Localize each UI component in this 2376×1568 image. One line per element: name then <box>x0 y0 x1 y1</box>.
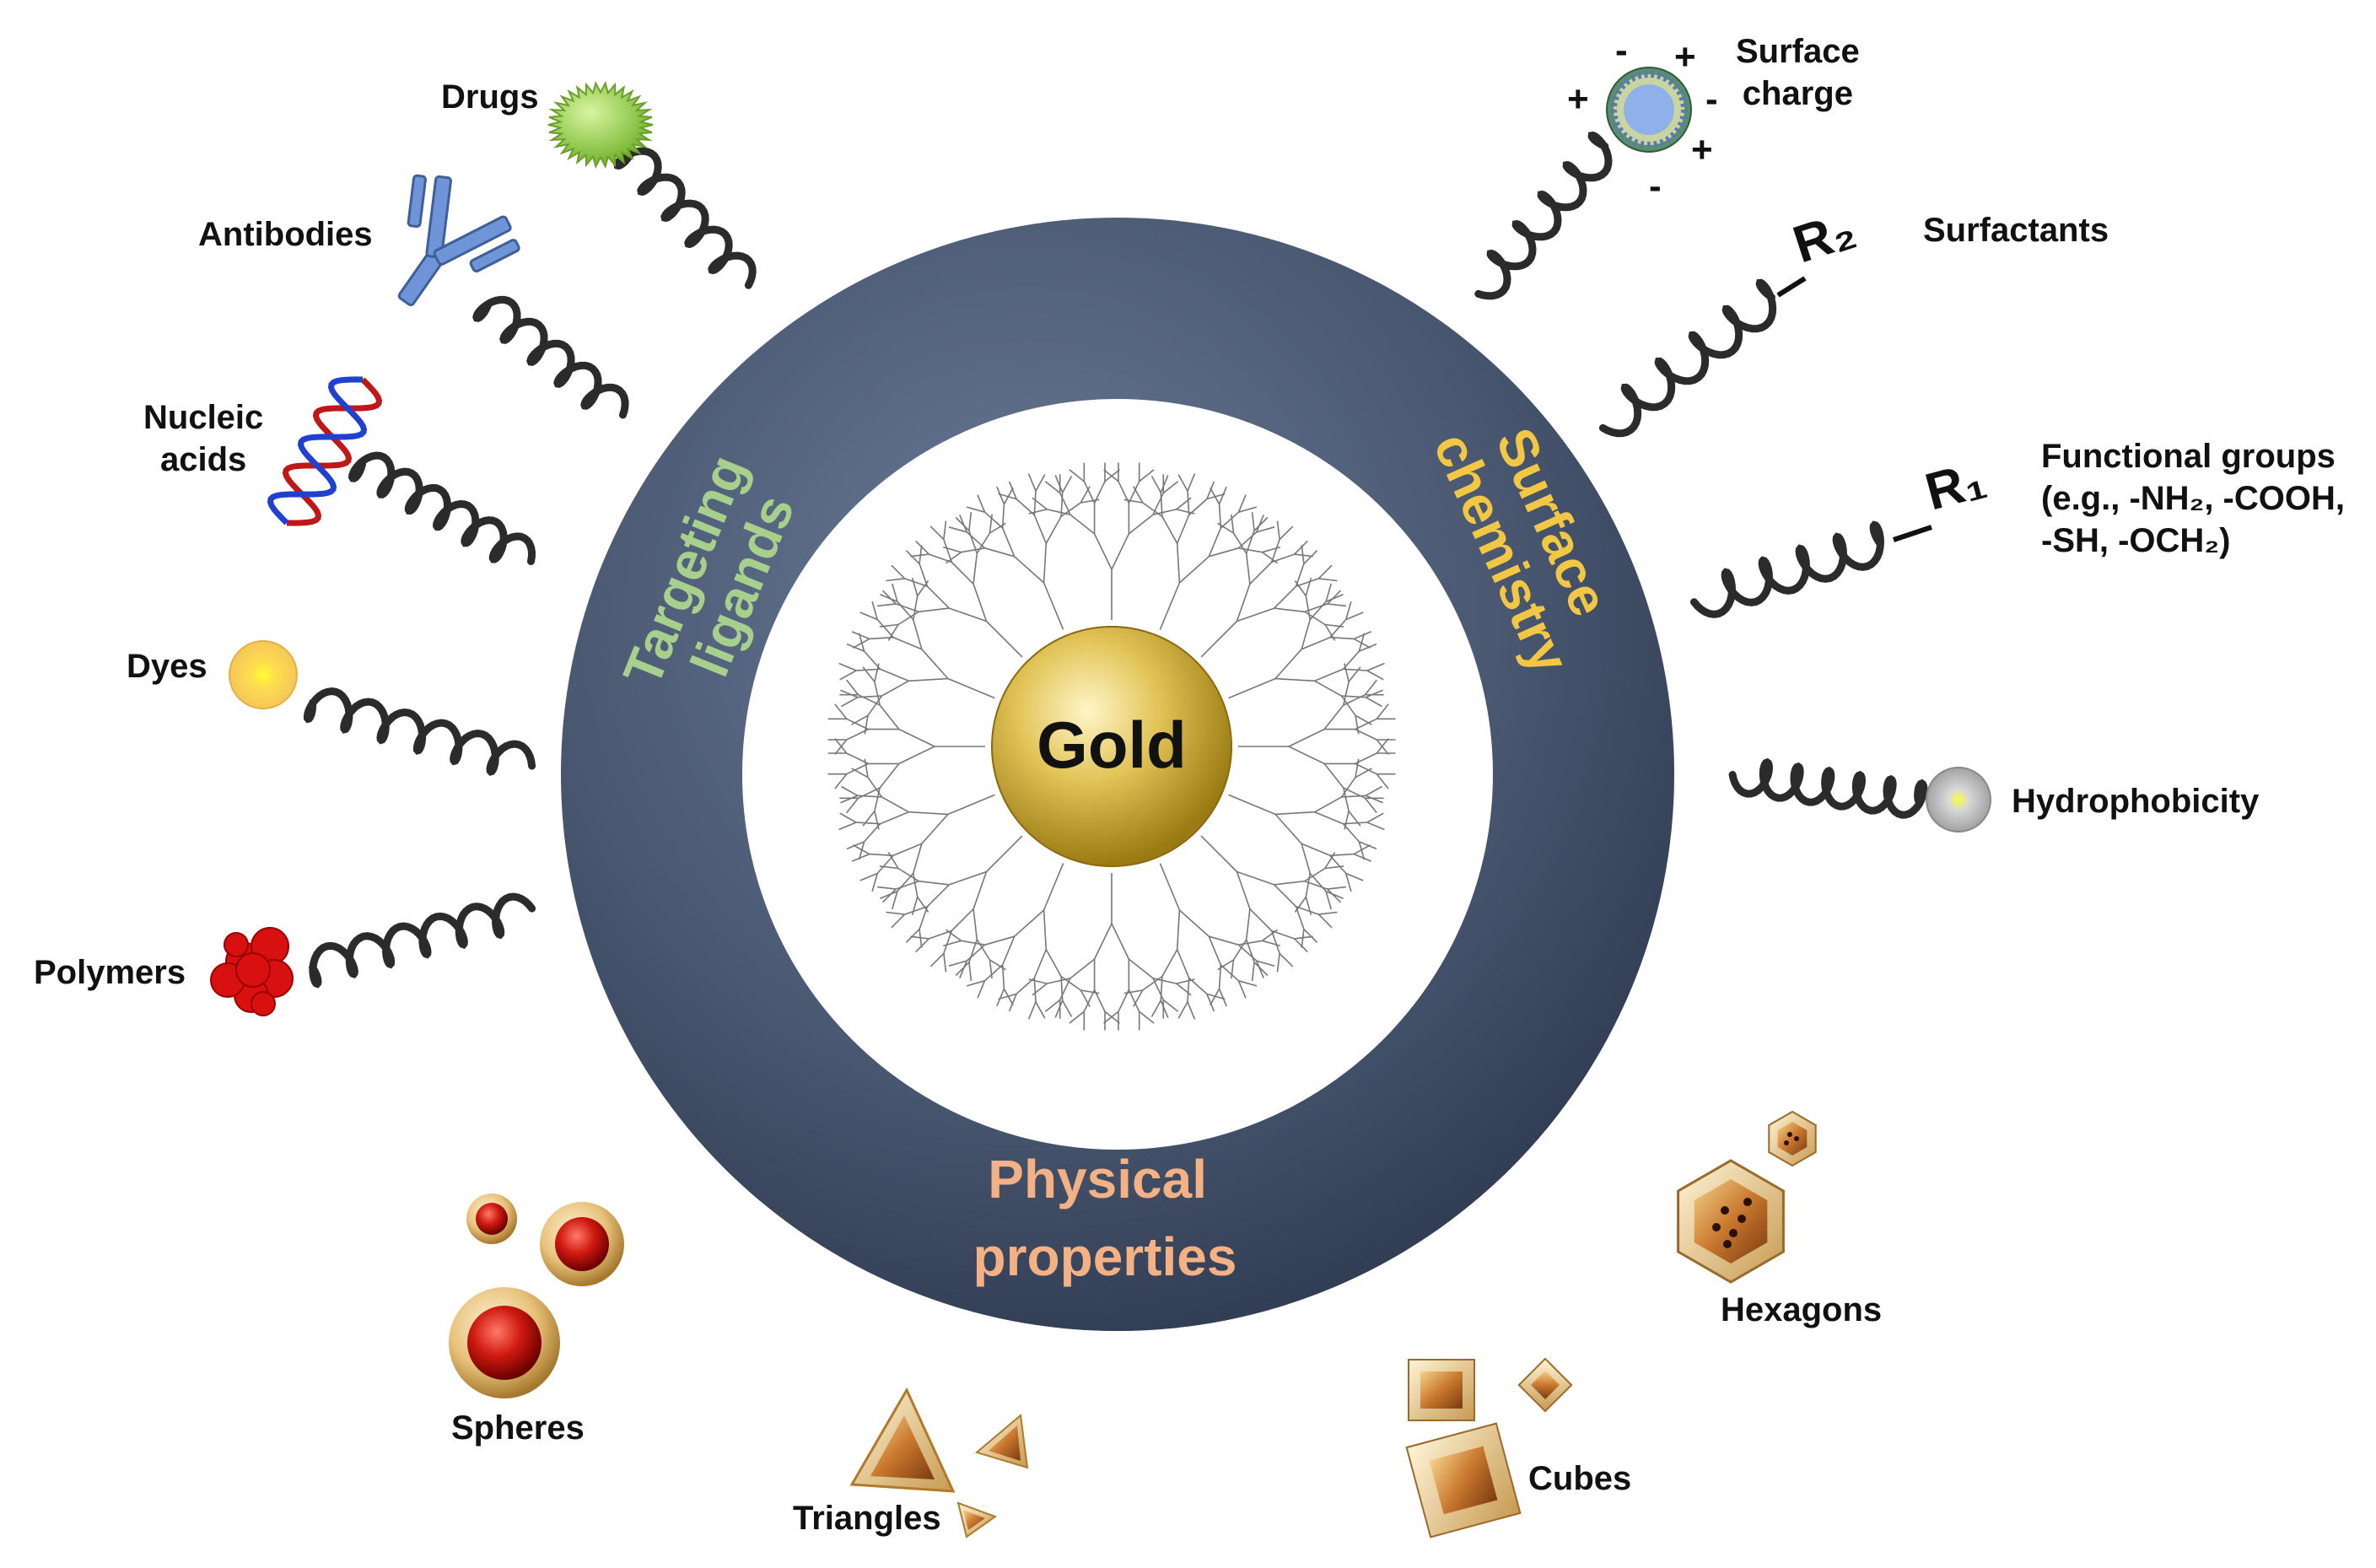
ligand-chain <box>303 687 536 776</box>
ligand-chain <box>1728 757 1928 819</box>
nucleic-acids-line-2: acids <box>160 441 247 478</box>
polymers-label: Polymers <box>34 954 186 991</box>
r2-group: R₂ <box>1776 200 1862 298</box>
dendrimer-shell <box>827 462 1396 1031</box>
cubes-icon <box>1405 1357 1573 1538</box>
physical-properties-label: Physical properties <box>973 1149 1237 1287</box>
surface-charge-line-2: charge <box>1742 75 1853 112</box>
hexagons-label: Hexagons <box>1721 1291 1883 1328</box>
ligand-chain <box>1474 131 1613 300</box>
polymer-icon <box>210 927 294 1016</box>
ligand-chains <box>303 131 1928 989</box>
ligand-chain <box>613 147 757 289</box>
charge-sign: + <box>1691 129 1713 170</box>
ligand-chain <box>309 892 536 989</box>
r1-group: R₁ <box>1893 450 1992 542</box>
ligand-chain <box>1598 278 1777 438</box>
r2-label: R₂ <box>1786 200 1862 274</box>
dye-icon <box>229 640 298 709</box>
ligand-chain <box>348 451 536 565</box>
charge-sign: + <box>1674 36 1696 78</box>
cubes-label: Cubes <box>1528 1460 1632 1497</box>
surfactants-label: Surfactants <box>1923 212 2109 249</box>
charge-sign: - <box>1615 30 1628 71</box>
functional-groups-line-3: -SH, -OCH₂) <box>2041 522 2231 559</box>
dna-helix-icon <box>267 376 383 526</box>
hydrophobic-bead-icon <box>1926 767 1991 832</box>
hexagons-icon <box>1677 1110 1817 1284</box>
hydrophobicity-label: Hydrophobicity <box>2012 783 2260 820</box>
spheres-label: Spheres <box>451 1409 585 1447</box>
charge-sign: - <box>1705 78 1718 120</box>
charge-signs: - + + - + - <box>1567 30 1718 207</box>
antibodies-label: Antibodies <box>198 216 373 253</box>
drug-icon <box>547 80 654 170</box>
charge-sign: - <box>1649 165 1662 207</box>
ligand-chain <box>472 295 629 419</box>
gold-core <box>991 626 1232 867</box>
surface-charge-label: Surface charge <box>1736 30 1860 115</box>
r1-label: R₁ <box>1920 450 1992 522</box>
triangles-label: Triangles <box>793 1500 941 1537</box>
physical-properties-line-1: Physical <box>988 1149 1207 1210</box>
spheres-icon <box>449 1194 624 1398</box>
gold-core-label: Gold <box>1037 708 1187 782</box>
surface-charge-icon <box>1606 67 1692 153</box>
physical-properties-line-2: properties <box>973 1226 1237 1287</box>
drugs-label: Drugs <box>441 78 539 116</box>
functional-groups-line-2: (e.g., -NH₂, -COOH, <box>2041 480 2345 517</box>
ligand-chain <box>1690 520 1885 618</box>
functional-groups-line-1: Functional groups <box>2041 438 2336 475</box>
nucleic-acids-label: Nucleic acids <box>143 396 263 481</box>
antibody-icon <box>397 174 520 307</box>
charge-sign: + <box>1567 78 1589 120</box>
functional-groups-label: Functional groups (e.g., -NH₂, -COOH, -S… <box>2041 435 2345 562</box>
triangles-icon <box>849 1387 1029 1538</box>
nucleic-acids-line-1: Nucleic <box>143 399 264 436</box>
dyes-label: Dyes <box>127 648 207 685</box>
surface-charge-line-1: Surface <box>1736 33 1860 70</box>
